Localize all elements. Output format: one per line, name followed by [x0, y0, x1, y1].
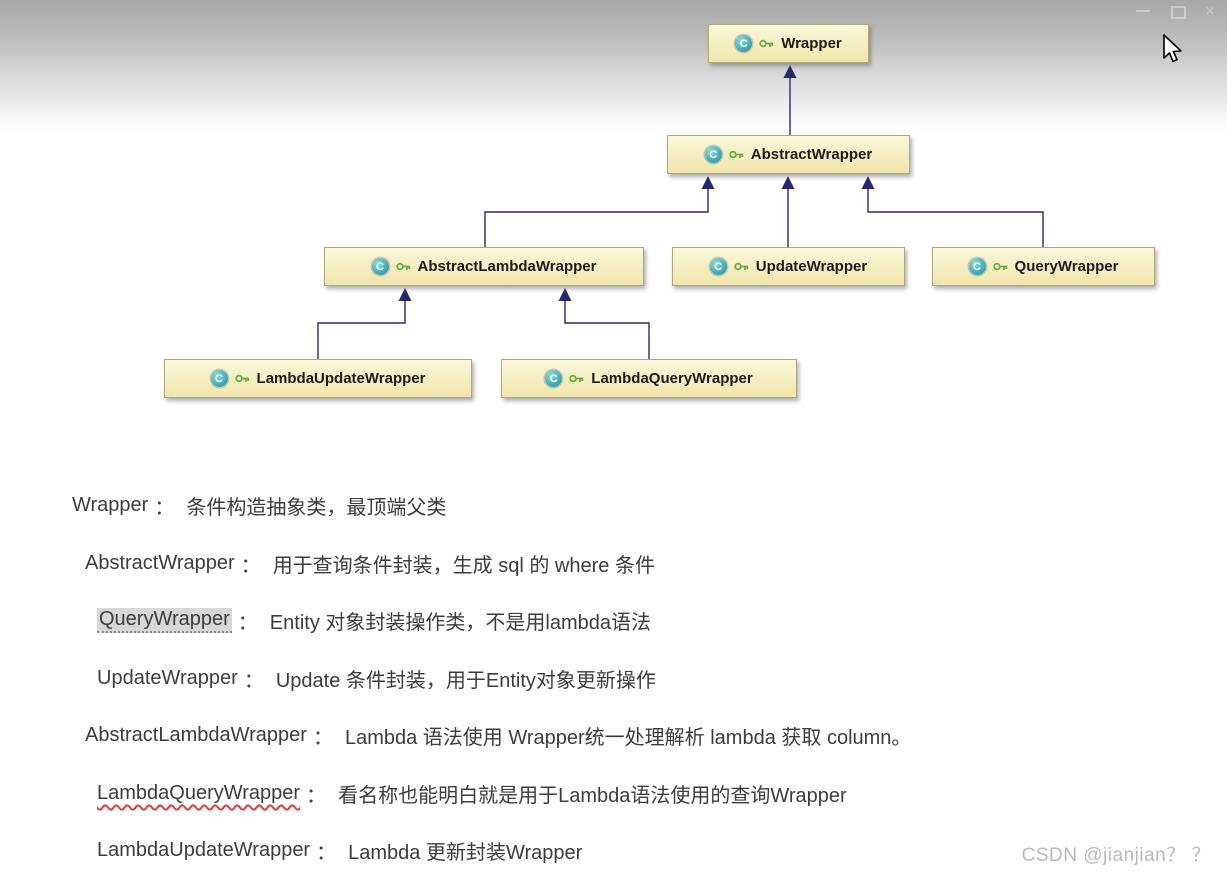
top-gradient-background	[0, 0, 1227, 132]
note-separator: ：	[316, 842, 337, 865]
note-separator: ：	[240, 554, 261, 577]
note-desc: 条件构造抽象类，最顶端父类	[186, 497, 447, 520]
class-icon: C	[968, 258, 986, 275]
class-icon: C	[210, 370, 228, 387]
class-node-abstract-lambda-wrapper[interactable]: C AbstractLambdaWrapper	[324, 247, 644, 286]
note-line-query-wrapper: QueryWrapper ： Entity 对象封装操作类，不是用lambda语…	[0, 592, 1227, 650]
key-icon	[734, 262, 749, 271]
note-separator: ：	[237, 612, 258, 635]
key-icon	[395, 262, 411, 271]
note-line-abstract-lambda-wrapper: AbstractLambdaWrapper ： Lambda 语法使用 Wrap…	[0, 707, 1227, 765]
note-desc: 用于查询条件封装，生成 sql 的 where 条件	[272, 554, 655, 577]
class-node-update-wrapper[interactable]: C UpdateWrapper	[672, 247, 905, 286]
note-term: AbstractLambdaWrapper	[85, 724, 307, 747]
note-line-wrapper: Wrapper ： 条件构造抽象类，最顶端父类	[0, 477, 1227, 535]
class-icon: C	[735, 35, 753, 52]
note-separator: ：	[306, 784, 327, 807]
note-line-update-wrapper: UpdateWrapper ： Update 条件封装，用于Entity对象更新…	[0, 650, 1227, 708]
class-name: AbstractWrapper	[750, 146, 873, 163]
class-name: LambdaQueryWrapper	[591, 370, 753, 387]
class-node-wrapper[interactable]: C Wrapper	[708, 24, 869, 63]
note-term: AbstractWrapper	[85, 551, 235, 574]
class-icon: C	[545, 370, 563, 387]
note-desc: Update 条件封装，用于Entity对象更新操作	[275, 669, 656, 692]
key-icon	[992, 262, 1008, 271]
note-separator: ：	[154, 497, 175, 520]
class-node-query-wrapper[interactable]: C QueryWrapper	[932, 247, 1155, 286]
key-icon	[234, 374, 250, 383]
note-term-spellcheck: LambdaQueryWrapper	[97, 781, 301, 804]
note-line-lambda-query-wrapper: LambdaQueryWrapper ： 看名称也能明白就是用于Lambda语法…	[0, 765, 1227, 823]
note-term: Wrapper	[72, 494, 149, 517]
class-node-abstract-wrapper[interactable]: C AbstractWrapper	[667, 135, 910, 174]
note-line-lambda-update-wrapper: LambdaUpdateWrapper ： Lambda 更新封装Wrapper	[0, 822, 1227, 880]
note-term-highlighted: QueryWrapper	[97, 608, 232, 634]
note-term: LambdaUpdateWrapper	[97, 839, 311, 862]
class-node-lambda-update-wrapper[interactable]: C LambdaUpdateWrapper	[164, 359, 472, 398]
class-name: LambdaUpdateWrapper	[256, 370, 426, 387]
note-separator: ：	[312, 727, 333, 750]
note-separator: ：	[243, 669, 264, 692]
watermark: CSDN @jianjian？ ？	[1021, 845, 1211, 866]
note-term: UpdateWrapper	[97, 666, 238, 689]
class-name: UpdateWrapper	[755, 258, 868, 275]
class-icon: C	[371, 258, 389, 275]
note-desc: Entity 对象封装操作类，不是用lambda语法	[269, 612, 651, 635]
class-name: Wrapper	[781, 35, 842, 52]
window-controls: ✕	[1135, 4, 1219, 19]
class-name: QueryWrapper	[1014, 258, 1119, 275]
class-icon: C	[704, 146, 722, 163]
note-desc: Lambda 更新封装Wrapper	[348, 842, 583, 865]
notes-section: Wrapper ： 条件构造抽象类，最顶端父类 AbstractWrapper …	[0, 477, 1227, 880]
note-desc: 看名称也能明白就是用于Lambda语法使用的查询Wrapper	[338, 784, 847, 807]
maximize-icon[interactable]	[1169, 4, 1186, 19]
class-name: AbstractLambdaWrapper	[417, 258, 597, 275]
close-icon[interactable]: ✕	[1205, 4, 1216, 18]
class-icon: C	[709, 258, 727, 275]
key-icon	[569, 374, 584, 383]
class-node-lambda-query-wrapper[interactable]: C LambdaQueryWrapper	[501, 359, 797, 398]
minimize-icon[interactable]	[1135, 4, 1151, 18]
key-icon	[729, 150, 744, 159]
key-icon	[759, 39, 774, 48]
note-line-abstract-wrapper: AbstractWrapper ： 用于查询条件封装，生成 sql 的 wher…	[0, 535, 1227, 593]
note-desc: Lambda 语法使用 Wrapper统一处理解析 lambda 获取 colu…	[344, 727, 912, 750]
